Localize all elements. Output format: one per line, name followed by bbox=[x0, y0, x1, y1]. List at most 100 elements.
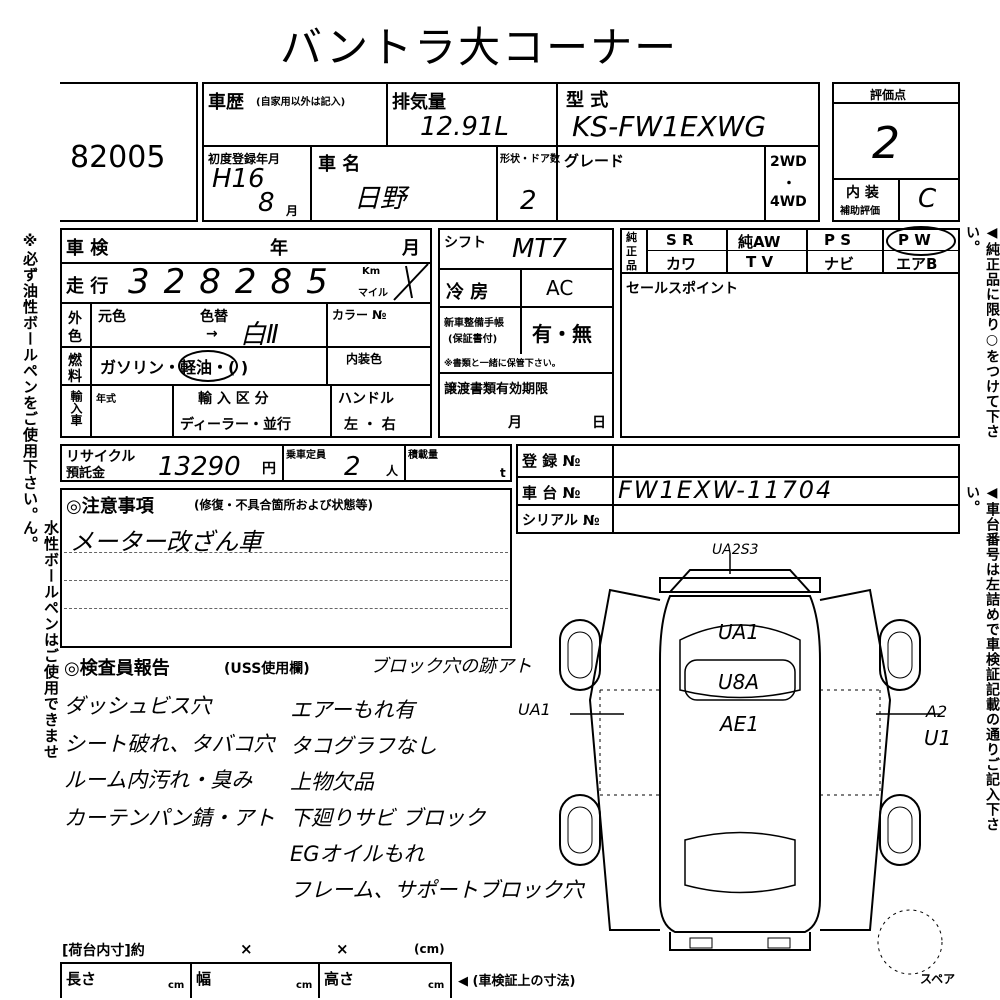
damage-mark-mid: U8A bbox=[718, 670, 760, 694]
mileage-value: 328285 bbox=[128, 262, 342, 302]
equip-tv: T V bbox=[746, 253, 774, 271]
damage-mark-right-2: U1 bbox=[924, 726, 952, 750]
transfer-month-unit: 月 bbox=[508, 415, 522, 431]
equip-airbag: エアB bbox=[896, 255, 938, 273]
inspector-right-item: フレーム、サポートブロック穴 bbox=[290, 878, 584, 902]
color-name-label: 色替 bbox=[200, 309, 228, 325]
km-label: Km bbox=[362, 266, 381, 277]
equipment-grid bbox=[620, 228, 960, 438]
color-label-inner: 色 bbox=[68, 329, 82, 345]
recycle-label: リサイクル bbox=[66, 449, 136, 465]
handle-label: ハンドル bbox=[338, 391, 394, 407]
warranty-sub: (保証書付) bbox=[448, 334, 498, 345]
first-reg-label: 初度登録年月 bbox=[208, 152, 281, 166]
inspector-right-item: 上物欠品 bbox=[290, 770, 374, 794]
displacement-value: 12.91L bbox=[420, 112, 509, 142]
side-note-left-1: ※必ず油性ボールペンをご使用下さい。 bbox=[21, 232, 39, 523]
capacity-value: 2 bbox=[344, 452, 361, 482]
inspector-left-item: ルーム内汚れ・臭み bbox=[64, 768, 253, 792]
color-value: 白Ⅱ bbox=[240, 320, 279, 350]
equip-aw: 純AW bbox=[738, 233, 781, 251]
color-no-label: カラー № bbox=[332, 308, 387, 322]
genuine-label-2: 正 bbox=[626, 245, 637, 258]
spare-label: スペア bbox=[920, 972, 956, 986]
score-value: 2 bbox=[872, 118, 900, 169]
drive-4wd: 4WD bbox=[770, 194, 807, 210]
bed-height-label: 高さ bbox=[324, 970, 355, 988]
load-label: 積載量 bbox=[408, 450, 438, 461]
vehicle-diagram bbox=[559, 554, 943, 975]
yen-unit: 円 bbox=[262, 461, 276, 477]
genuine-label-1: 純 bbox=[626, 231, 637, 244]
interior-label: 内 装 bbox=[846, 185, 879, 201]
grade-label: グレード bbox=[564, 152, 625, 170]
notes-sub: (修復・不具合箇所および状態等) bbox=[194, 498, 373, 512]
bed-times-1: × bbox=[240, 940, 253, 958]
notes-line1: メーター改ざん車 bbox=[70, 528, 262, 556]
doors-value: 2 bbox=[520, 186, 537, 216]
transfer-doc-label: 譲渡書類有効期限 bbox=[444, 382, 549, 397]
shift-value: MT7 bbox=[512, 234, 567, 264]
person-unit: 人 bbox=[386, 464, 399, 478]
interior-sub: 補助評価 bbox=[840, 206, 880, 217]
bed-cm-paren: (cm) bbox=[414, 942, 445, 956]
aircon-label: 冷 房 bbox=[446, 282, 489, 303]
equip-pw-circle bbox=[886, 226, 956, 256]
car-name-label: 車 名 bbox=[318, 154, 361, 175]
side-note-left-2: 水性ボールペンはご使用できません。 bbox=[21, 520, 60, 760]
notes-label: ◎注意事項 bbox=[66, 496, 154, 517]
fuel-circle-mark bbox=[178, 350, 238, 382]
import-class-value: ディーラー・並行 bbox=[180, 417, 292, 433]
warranty-label: 新車整備手帳 bbox=[444, 318, 504, 329]
interior-color-label: 内装色 bbox=[346, 352, 383, 366]
aircon-value: AC bbox=[546, 276, 574, 300]
notes-box bbox=[60, 488, 512, 648]
drive-2wd: 2WD bbox=[770, 154, 807, 170]
handle-value: 左 ・ 右 bbox=[344, 417, 396, 433]
mileage-cross-mark bbox=[393, 263, 429, 301]
inspector-right-item: 下廻りサビ ブロック bbox=[290, 806, 486, 830]
fuel-label-2: 料 bbox=[68, 369, 82, 385]
side-note-right-2: ◀車台番号は左詰めで車検証記載の通りご記入下さい。 bbox=[964, 485, 1000, 832]
recycle-sub: 預託金 bbox=[66, 466, 106, 481]
warranty-note: ※書類と一緒に保管下さい。 bbox=[444, 359, 561, 369]
history-label: 車歴 bbox=[208, 92, 244, 113]
score-label: 評価点 bbox=[870, 88, 907, 102]
chassis-value: FW1EXW-11704 bbox=[618, 476, 834, 504]
bed-length-unit: cm bbox=[168, 980, 185, 991]
first-reg-month: 8 bbox=[258, 188, 275, 218]
middle-grid bbox=[438, 228, 614, 438]
color-label-outer: 外 bbox=[68, 311, 82, 327]
equip-navi: ナビ bbox=[824, 255, 855, 273]
displacement-label: 排気量 bbox=[392, 92, 446, 113]
damage-mark-top: UA2S3 bbox=[712, 542, 759, 558]
orig-color-label: 元色 bbox=[98, 309, 126, 325]
equip-leather: カワ bbox=[666, 255, 697, 273]
lot-number: 82005 bbox=[70, 140, 166, 175]
inspector-label: ◎検査員報告 bbox=[64, 658, 170, 679]
car-name-value: 日野 bbox=[354, 184, 407, 214]
ton-unit: t bbox=[500, 466, 506, 480]
recycle-value: 13290 bbox=[158, 452, 241, 482]
side-note-right-1: ◀純正品に限り○をつけて下さい。 bbox=[964, 225, 1000, 439]
inspection-grid bbox=[60, 228, 432, 438]
page-title: バントラ大コーナー bbox=[280, 23, 679, 72]
history-note: (自家用以外は記入) bbox=[256, 97, 346, 108]
equip-sr: S R bbox=[666, 231, 694, 249]
shaken-month-unit: 月 bbox=[402, 238, 420, 259]
damage-mark-left: UA1 bbox=[518, 700, 551, 719]
transfer-day-unit: 日 bbox=[592, 415, 606, 431]
registration-grid bbox=[516, 444, 960, 534]
genuine-label-3: 品 bbox=[626, 259, 637, 272]
model-year-label: 年式 bbox=[96, 394, 116, 405]
inspector-right-item: タコグラフなし bbox=[290, 734, 437, 758]
bed-inner-label: [荷台内寸]約 bbox=[62, 943, 145, 959]
mileage-label: 走 行 bbox=[66, 276, 109, 297]
damage-mark-right-1: A2 bbox=[926, 702, 948, 721]
color-arrow: → bbox=[206, 326, 218, 342]
shaken-year-unit: 年 bbox=[270, 238, 288, 259]
inspector-left-item: シート破れ、タバコ穴 bbox=[64, 732, 275, 756]
lot-number-box bbox=[60, 82, 198, 222]
bed-cert-note: ◀ (車検証上の寸法) bbox=[458, 974, 576, 989]
bed-length-label: 長さ bbox=[66, 970, 97, 988]
